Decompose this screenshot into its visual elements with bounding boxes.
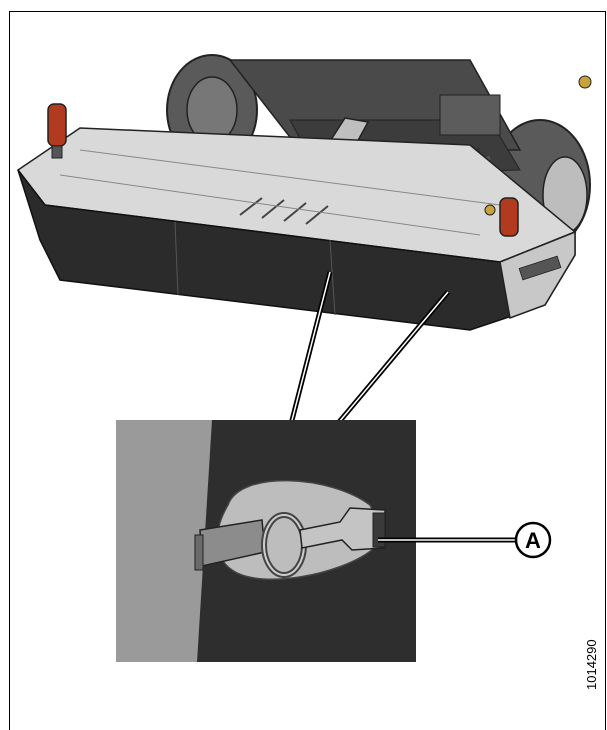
right-marker-light [484, 197, 519, 237]
panel-slots [239, 197, 329, 225]
left-marker-light [47, 103, 67, 159]
header-assembly [16, 54, 592, 331]
figure-id: 1014290 [584, 639, 599, 690]
skid-segments [174, 221, 336, 316]
strap-end [194, 534, 204, 571]
callout-circle [514, 521, 552, 559]
inset-side-panel [116, 420, 212, 662]
detail-inset [116, 420, 416, 662]
fitting-top [578, 75, 592, 89]
callout-label: A [525, 528, 541, 553]
latch [299, 507, 386, 551]
brand-decal [518, 255, 562, 281]
callout-a: A [378, 521, 552, 559]
figure-frame [9, 11, 606, 730]
leader-arrows [287, 271, 450, 430]
panel-seams [59, 149, 501, 236]
